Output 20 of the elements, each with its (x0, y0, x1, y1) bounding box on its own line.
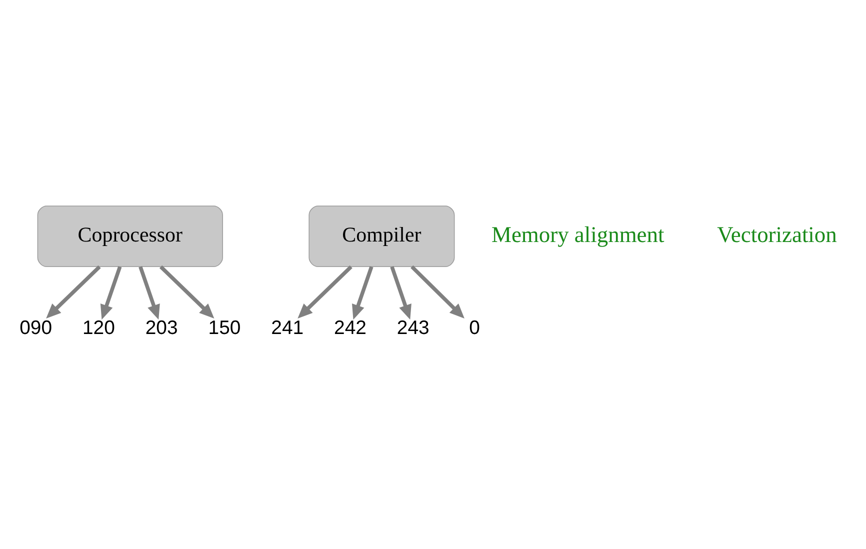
arrow (352, 266, 374, 320)
node-text: 120 (82, 316, 115, 339)
node-text: 243 (396, 316, 430, 339)
node-text: 203 (145, 316, 178, 339)
node-box: Coprocessor (37, 206, 223, 268)
label: Memory alignment (492, 222, 664, 247)
arrow (410, 265, 464, 318)
node-text: 0 (469, 316, 480, 339)
arrow (159, 265, 214, 318)
arrow (138, 266, 160, 320)
arrow (46, 265, 101, 318)
arrow (100, 266, 122, 320)
node-box: Compiler (308, 206, 455, 268)
node-text: 241 (271, 316, 304, 339)
node-text: 150 (208, 316, 241, 339)
label: Vectorization (717, 222, 837, 247)
arrow (390, 266, 412, 320)
node-text: 090 (20, 316, 52, 339)
node-text: 242 (334, 316, 367, 339)
arrow (298, 265, 352, 318)
